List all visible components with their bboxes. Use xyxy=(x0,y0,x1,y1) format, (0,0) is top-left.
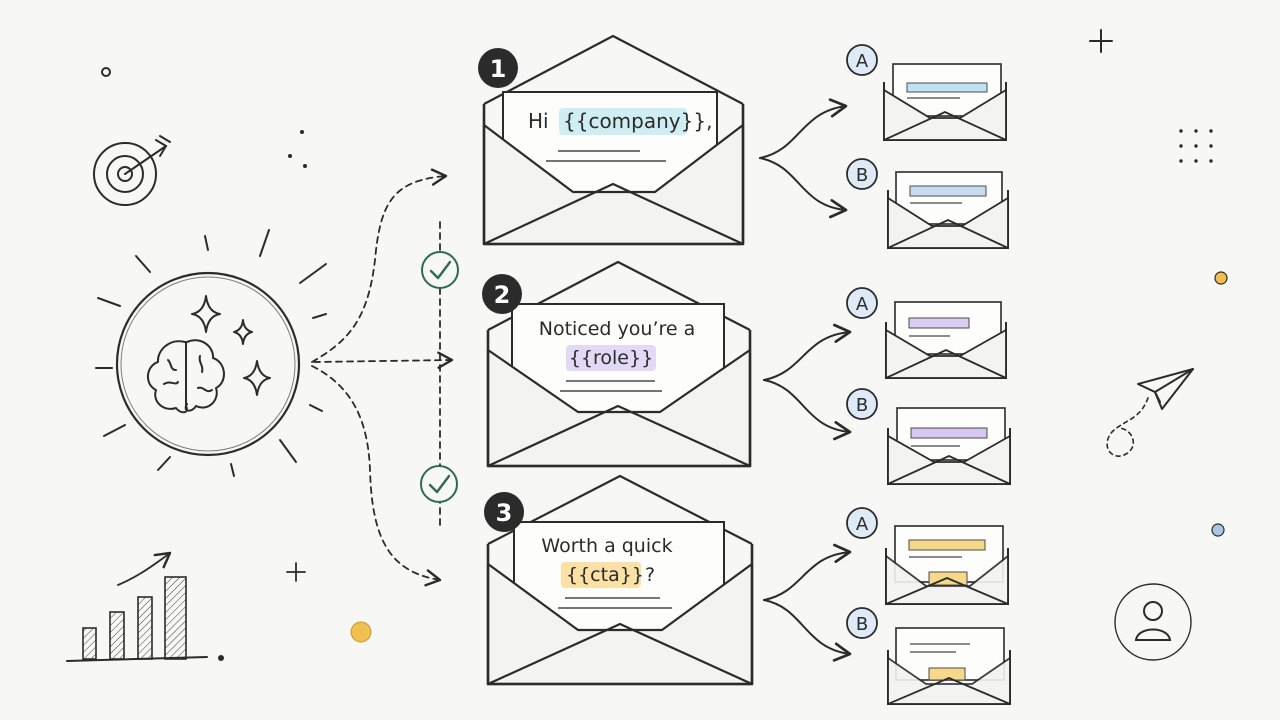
variant-accent-bar xyxy=(908,317,970,329)
letter-3-line-1: Worth a quick xyxy=(541,535,672,557)
letter-2-line-1: Noticed you’re a xyxy=(539,318,696,340)
variant-badge-2b xyxy=(846,388,878,420)
svg-text:Hi {{company}},: Hi {{company}}, xyxy=(528,109,712,133)
flow-arrows xyxy=(311,168,454,587)
variant-badge-3b xyxy=(846,607,878,639)
variant-label-1b: B xyxy=(856,165,868,186)
variant-accent-bar xyxy=(909,185,987,197)
variant-label-3a: A xyxy=(856,514,869,535)
step-envelope-2: Noticed you’re a {{role}} 2 xyxy=(482,260,752,468)
blue-dot-small xyxy=(1211,523,1225,537)
variant-envelope-3a: A xyxy=(846,507,1009,605)
token-cta: {{cta}} xyxy=(566,564,644,586)
split-arrow-1a xyxy=(759,98,848,159)
split-arrow-3b xyxy=(763,599,852,662)
step-badge-3 xyxy=(484,492,524,532)
variant-label-3b: B xyxy=(856,614,868,635)
check-step-2 xyxy=(420,465,458,503)
flow-arrow-2 xyxy=(313,351,454,369)
step-badge-2 xyxy=(482,274,522,314)
split-arrow-1b xyxy=(759,157,848,219)
split-arrow-2a xyxy=(763,323,852,381)
token-highlight-cta xyxy=(561,562,641,588)
token-company: {{company}} xyxy=(563,109,706,133)
variant-envelope-3b: B xyxy=(846,607,1011,705)
sunburst-rays xyxy=(95,229,327,477)
split-arrow-3a xyxy=(763,543,852,601)
variant-badge-1a xyxy=(846,44,878,76)
variant-envelope-2b: B xyxy=(846,388,1011,485)
small-circle-dot xyxy=(101,67,111,77)
variant-label-2a: A xyxy=(856,294,869,315)
letter-3-question-mark: ? xyxy=(645,564,655,586)
split-arrows xyxy=(759,98,852,662)
step-number-2: 2 xyxy=(494,281,511,309)
user-icon xyxy=(1114,583,1192,661)
flow-arrow-1 xyxy=(311,168,448,363)
brain-hub-circle xyxy=(115,271,301,457)
decorations xyxy=(101,29,1228,661)
gold-dot xyxy=(350,621,372,643)
plus-icon xyxy=(286,562,306,582)
tiny-dot xyxy=(218,655,224,661)
plus-icon xyxy=(1089,29,1113,53)
sparkle-icon xyxy=(191,295,271,396)
variant-badge-2a xyxy=(846,287,878,319)
split-arrow-2b xyxy=(763,379,852,441)
variant-cta-button xyxy=(928,667,966,681)
step-number-3: 3 xyxy=(496,499,513,527)
step-envelope-1: Hi {{company}}, 1 xyxy=(478,34,745,246)
step-envelope-3: Worth a quick {{cta}}? 3 xyxy=(484,474,754,686)
variant-label-2b: B xyxy=(856,395,868,416)
paper-plane-icon xyxy=(1106,368,1194,457)
variant-accent-bar xyxy=(906,82,988,93)
letter-1-greeting: Hi xyxy=(528,109,555,133)
token-highlight-role xyxy=(566,345,656,371)
check-step-1 xyxy=(421,251,459,289)
variant-accent-bar xyxy=(908,539,986,551)
dot-grid-icon xyxy=(1179,129,1213,163)
brain-hub xyxy=(95,229,327,477)
svg-text:{{cta}}?: {{cta}}? xyxy=(566,564,655,586)
variant-accent-bar xyxy=(910,427,988,439)
check-icon xyxy=(429,260,452,280)
bar-chart-icon xyxy=(66,551,208,662)
variant-envelope-1a: A xyxy=(846,44,1007,141)
check-icon xyxy=(428,474,451,494)
brain-icon xyxy=(147,339,225,414)
variant-badge-1b xyxy=(846,158,878,190)
gold-dot-small xyxy=(1214,271,1228,285)
letter-1-comma: , xyxy=(706,109,712,133)
step-badge-1 xyxy=(478,48,518,88)
variant-envelope-2a: A xyxy=(846,287,1007,379)
token-role: {{role}} xyxy=(569,347,653,369)
dot-cluster-icon xyxy=(288,130,307,168)
token-highlight-company xyxy=(559,108,687,135)
variant-label-1a: A xyxy=(856,51,869,72)
variant-envelope-1b: B xyxy=(846,158,1009,249)
variant-badge-3a xyxy=(846,507,878,539)
flow-arrow-3 xyxy=(311,365,442,587)
step-number-1: 1 xyxy=(490,55,507,83)
target-icon xyxy=(93,135,171,206)
